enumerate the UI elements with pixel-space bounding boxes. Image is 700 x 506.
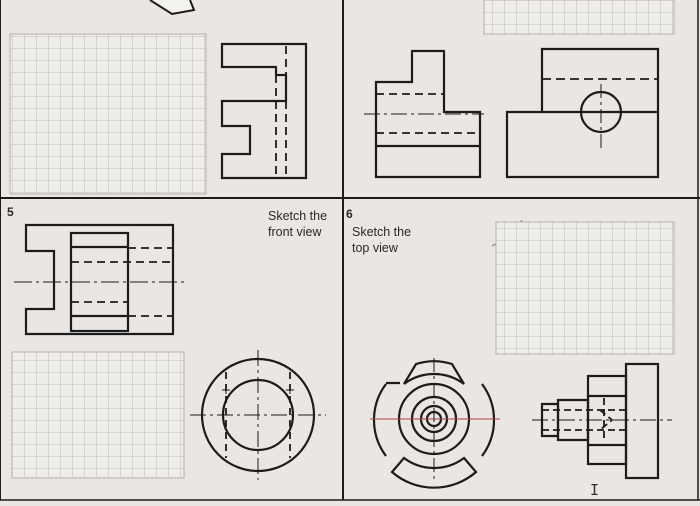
circle-view-top-right [505, 47, 660, 179]
text-cursor-icon: I [590, 481, 600, 499]
side-view-top-left [220, 42, 308, 180]
grid-exercise-6 [495, 221, 675, 355]
exercise-5-instruction: Sketch the front view [268, 209, 328, 239]
grid-top-left [9, 33, 207, 195]
side-view-exercise-5 [14, 223, 186, 336]
front-view-exercise-6 [370, 358, 500, 489]
top-view-exercise-5 [190, 350, 326, 480]
partial-shape-top-left [149, 0, 196, 16]
front-view-top-right [364, 49, 484, 179]
grid-exercise-5 [11, 351, 185, 479]
grid-top-right-partial [483, 0, 675, 35]
exercise-6-number: 6 [346, 207, 353, 221]
side-view-exercise-6 [532, 362, 672, 480]
exercise-6-instruction: Sketch the top view [352, 225, 412, 255]
exercise-5-number: 5 [7, 205, 14, 219]
